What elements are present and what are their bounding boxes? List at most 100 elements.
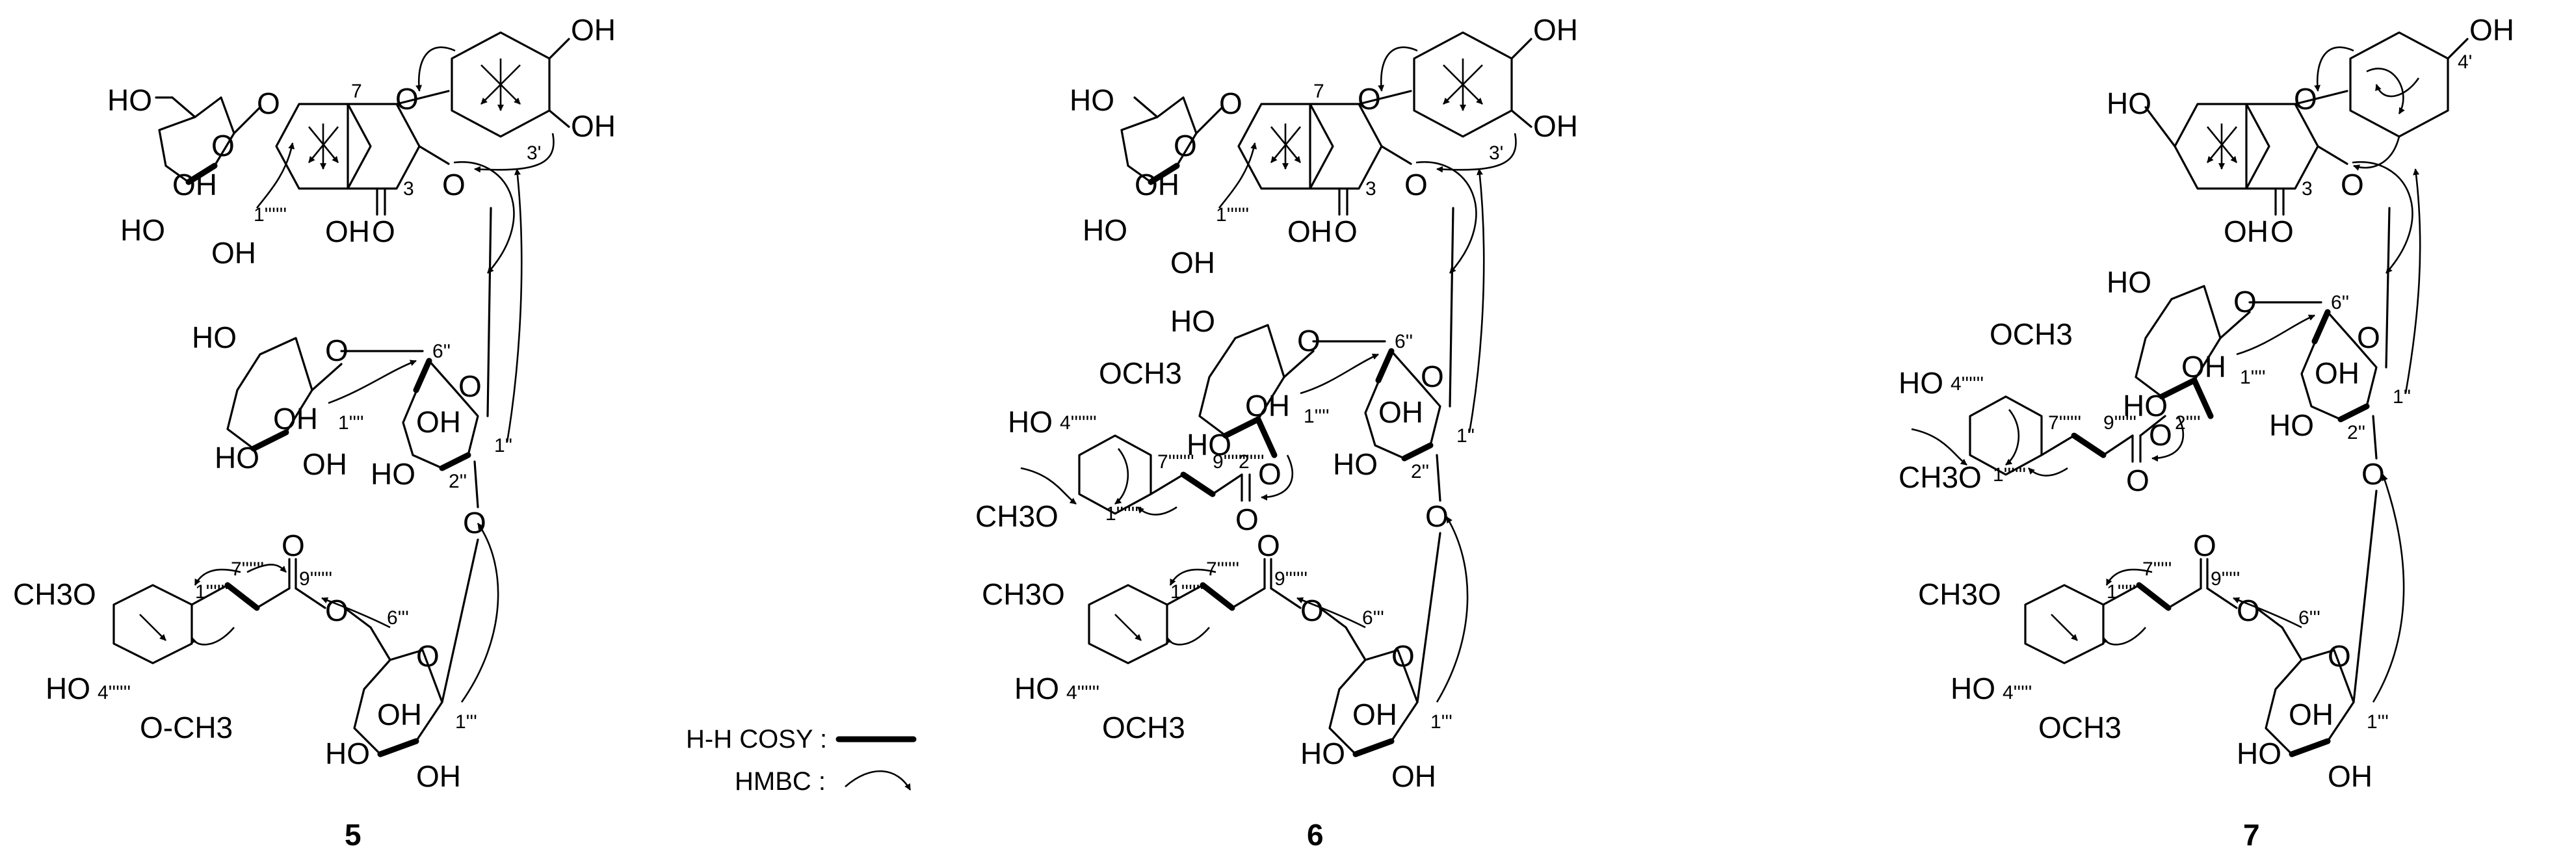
oh-label: OH [172,168,217,202]
oh-label: OH [325,215,370,248]
carbonyl-oxygen-label: O [2270,215,2294,248]
ring-oxygen-label: O [1297,324,1321,358]
carbonyl-oxygen-label: O [372,215,395,248]
compound-5-structure: OH OH 3' O 7 3 O OH O O HO O OH HO OH 1'… [13,13,616,852]
ho-label: HO [107,83,152,117]
atom-number: 4''''''' [1060,412,1097,434]
ho-label: HO [1187,428,1231,462]
legend-hmbc-swatch [845,770,912,791]
ho-label: HO [1333,447,1378,481]
oh-label: OH [377,698,422,731]
atom-number: 7'''''' [1206,558,1239,580]
ring-oxygen-label: O [458,369,482,403]
compound-7-structure: OH 4' HO O 3 O OH O HO O OH HO 1'''' 2''… [1899,13,2514,852]
methoxy-label: CH3O [982,577,1065,611]
ho-label: HO [1083,213,1127,247]
carbonyl-oxygen-label: O [1257,529,1280,562]
oh-label: OH [1287,215,1332,248]
atom-number: 1''''''' [1105,503,1142,525]
methoxy-label: CH3O [1918,577,2001,611]
atom-number: 9''''''' [1213,451,1250,473]
glycosidic-oxygen-label: O [2361,457,2385,491]
ring-oxygen-label: O [2357,321,2380,354]
disaccharide-middle: HO O OH HO 1'''' 2'''' 6'' O OH HO 2'' 1… [1170,168,1485,533]
oh-label: OH [1378,395,1423,429]
atom-number: 3' [527,142,541,164]
oh-label: OH [2328,759,2372,793]
atom-number: 2'' [1411,461,1429,482]
atom-number: 6'' [2331,292,2349,313]
ho-label: HO [2237,737,2281,770]
glycosidic-oxygen-label: O [463,506,486,540]
atom-number: 4'''''' [98,682,131,703]
carbonyl-oxygen-label: O [2193,529,2216,562]
methoxy-label: O-CH3 [140,711,233,744]
atom-number: 7 [351,81,362,102]
atom-number: 7'''''' [231,558,264,580]
atom-number: 1'' [1456,425,1475,447]
flavone-core: OH 4' HO O 3 O OH O [2107,13,2514,274]
atom-number: 1''''' [2107,581,2136,603]
oh-label: OH [1170,246,1215,280]
atom-number: 4'''''' [1951,373,1984,395]
ester-oxygen-label: O [2237,594,2260,627]
glycosidic-oxygen-label: O [1425,499,1449,533]
glucose-7-unit: HO O OH HO OH 1'''''' [107,83,295,270]
methoxy-label: CH3O [13,577,96,611]
atom-number: 1''' [1430,711,1452,733]
atom-number: 1'' [2393,386,2411,408]
ring-oxygen-label: O [1421,360,1444,393]
atom-number: 1'''' [338,412,364,434]
atom-number: 4''''' [2003,682,2032,703]
oh-label: OH [302,447,347,481]
oh-label: OH [1533,109,1578,143]
atom-number: 9''''' [2211,568,2240,590]
atom-number: 6'' [1395,331,1413,352]
methoxy-label: OCH3 [2038,711,2122,744]
ho-label: HO [215,441,259,475]
ho-label: HO [2123,389,2168,423]
ho-label: HO [1951,672,1995,705]
ring-oxygen-label: O [1174,129,1197,163]
glycosidic-oxygen-label: O [2341,168,2364,202]
ho-label: HO [1008,405,1053,439]
carbonyl-oxygen-label: O [1334,215,1358,248]
atom-number: 9'''''' [1274,568,1308,590]
glycosidic-oxygen-label: O [442,168,466,202]
oh-label: OH [1352,698,1397,731]
ester-oxygen-label: O [2149,418,2172,452]
flavone-core: OH OH 3' O 7 3 O OH O O [1219,13,1578,274]
atom-number: 6''' [1362,607,1384,629]
atom-number: 2'' [449,471,467,492]
methoxy-label: CH3O [975,499,1058,533]
ester-oxygen-label: O [325,594,348,627]
ho-label: HO [2107,86,2151,120]
ring-oxygen-label: O [395,82,419,116]
ring-oxygen-label: O [2294,82,2317,116]
ho-label: HO [120,213,165,247]
ring-oxygen-label: O [1358,82,1381,116]
ring-oxygen-label: O [416,639,440,673]
ho-label: HO [325,737,370,770]
oh-label: OH [2181,350,2226,384]
flavone-core: OH OH 3' O 7 3 O OH O O [257,13,616,274]
oh-label: OH [2469,13,2514,47]
atom-number: 3' [1489,142,1503,164]
atom-number: 3 [2302,178,2313,200]
ester-oxygen-label: O [1300,594,1324,627]
atom-number: 9'''''' [299,568,332,590]
ring-oxygen-label: O [2233,285,2257,319]
acyl-glucose-bottom: O O 9'''''' 7'''''' 1'''''' CH3O HO 4'''… [982,516,1469,793]
oh-label: OH [1245,389,1290,423]
atom-number: 7 [1313,81,1324,102]
atom-number: 9'''''' [2103,412,2136,434]
atom-number: 6''' [387,607,409,629]
acyl-glucose-bottom: O O 9'''''' 7'''''' 1'''''' CH3O HO 4'''… [13,523,499,793]
atom-number: 7''''' [2142,558,2172,580]
atom-number: 2'' [2347,422,2365,443]
oh-label: OH [1135,168,1179,202]
atom-number: 7''''''' [1157,451,1194,473]
oh-label: OH [2289,698,2333,731]
methoxy-label: OCH3 [1099,356,1182,390]
